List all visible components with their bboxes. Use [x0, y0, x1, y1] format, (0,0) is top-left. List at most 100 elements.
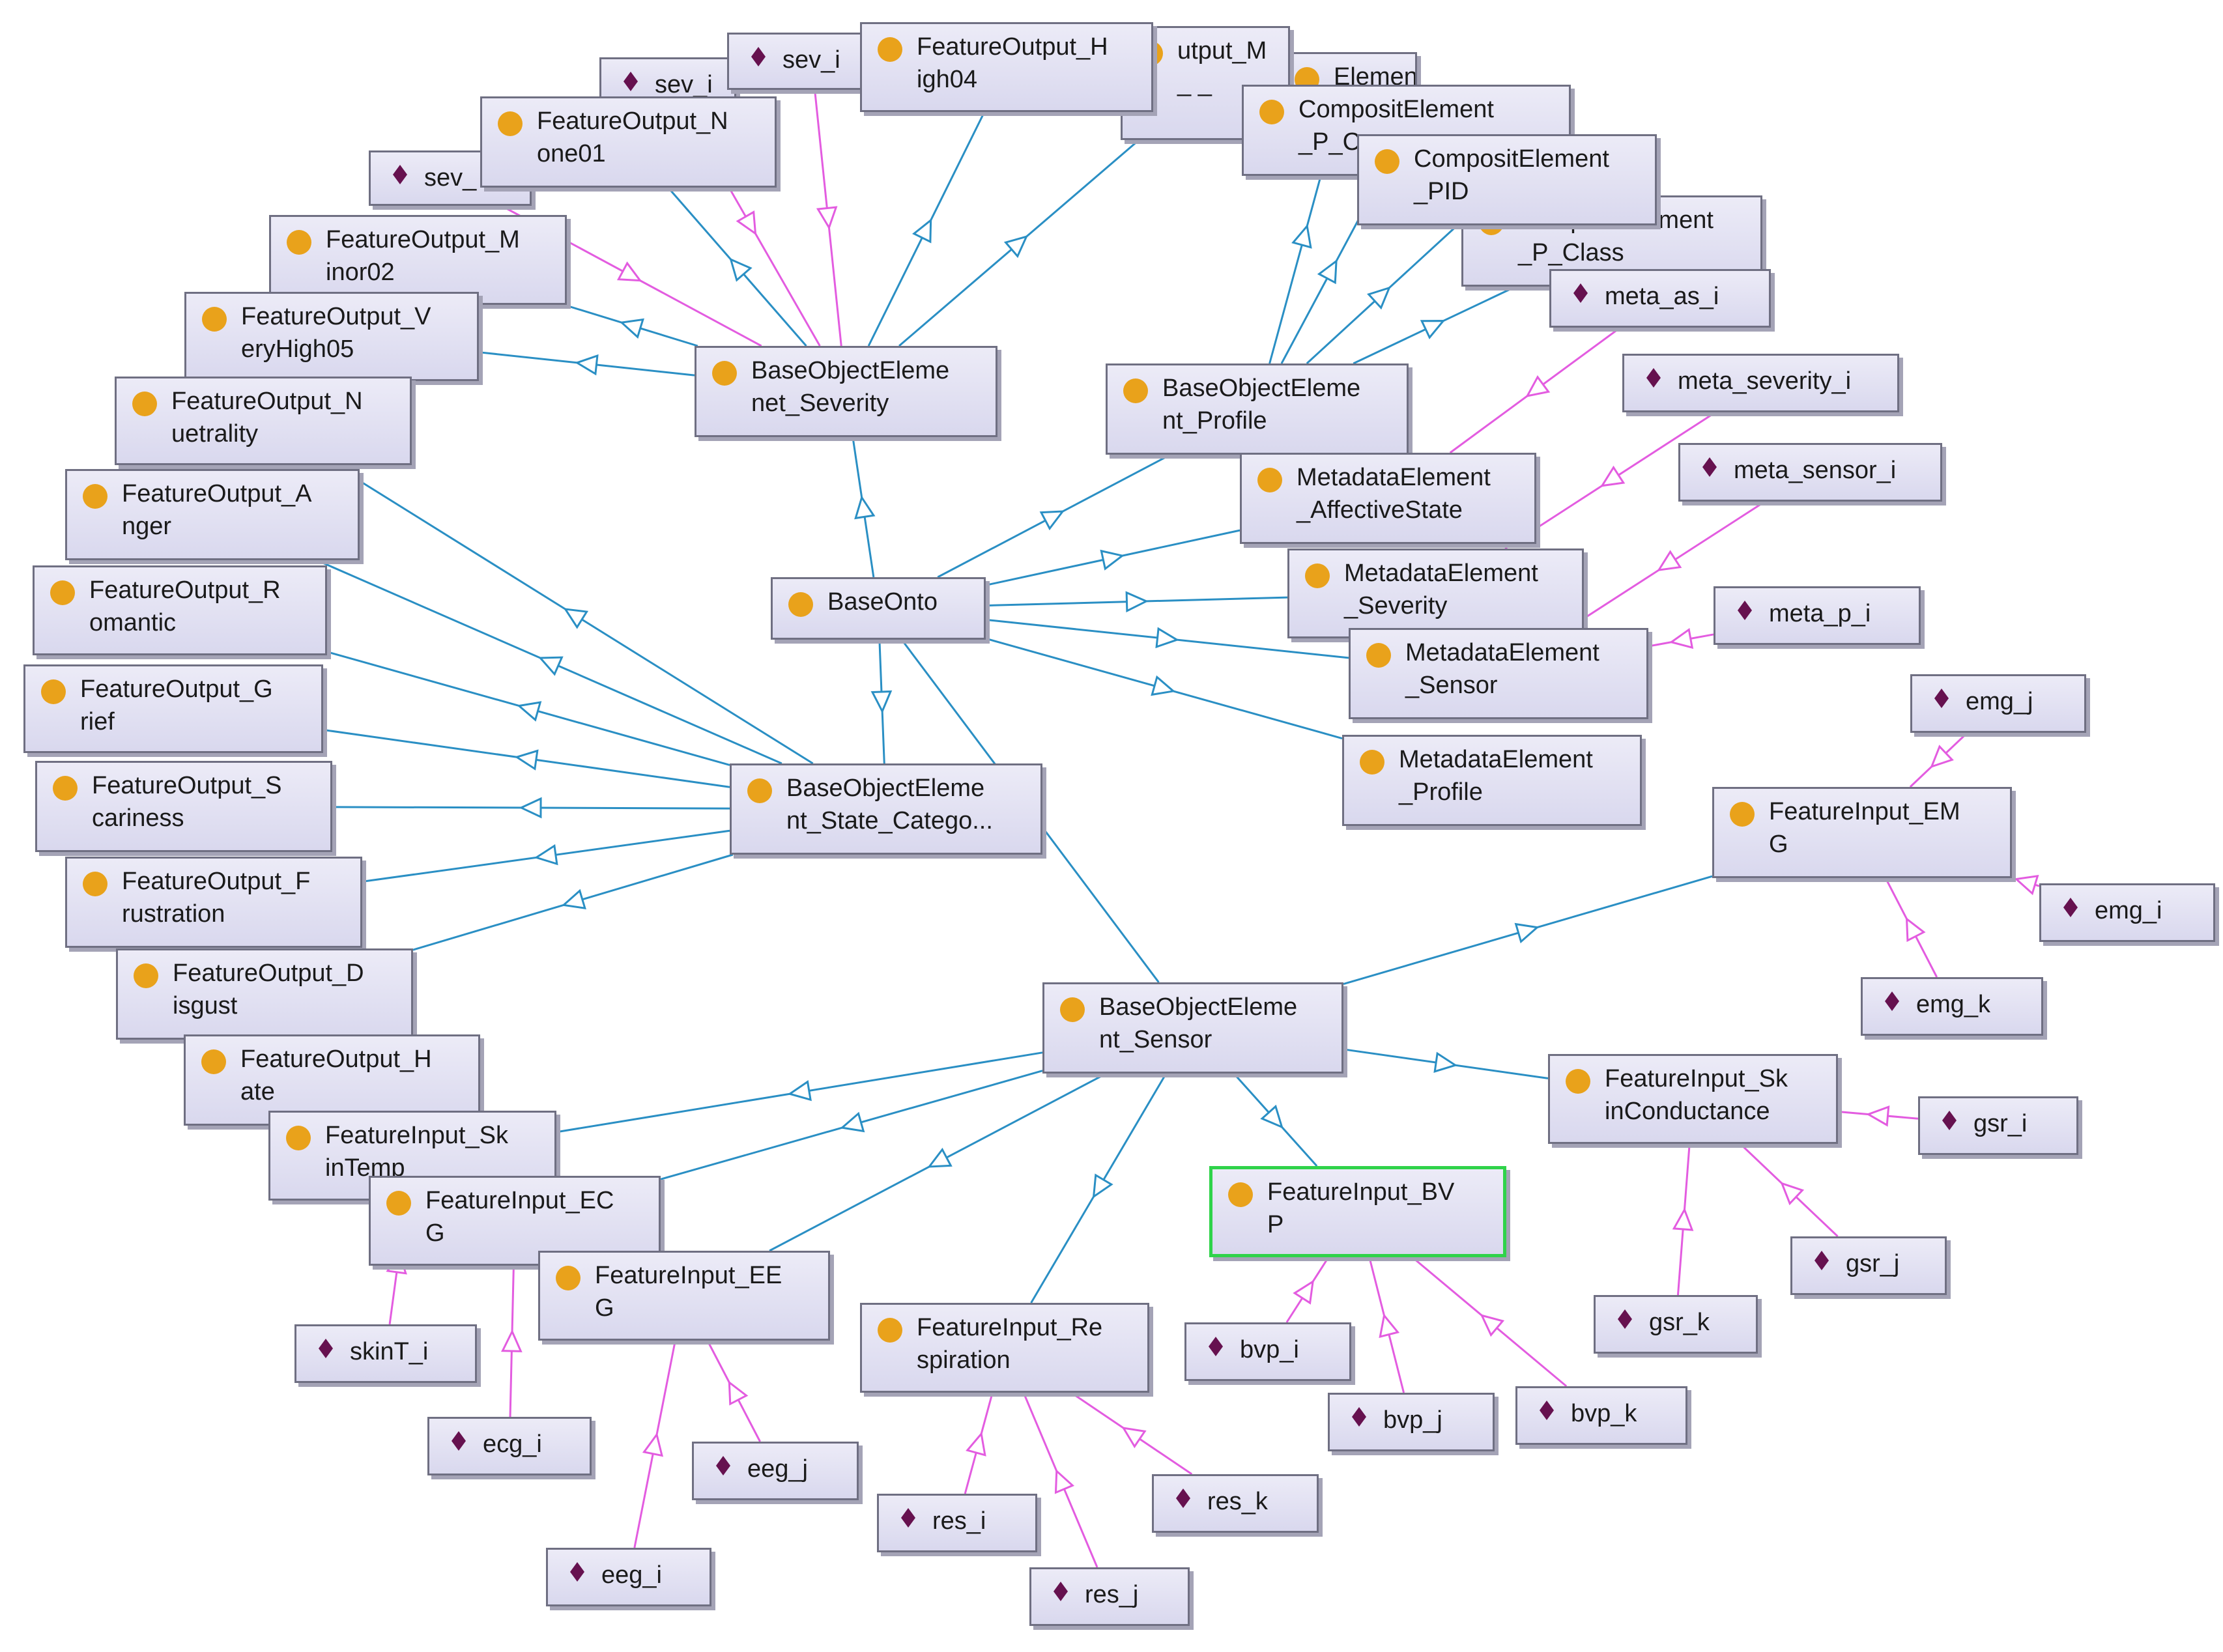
subclass-arrowhead-bo_severity-fo_veryhigh05: [575, 354, 599, 376]
class-node-fo_frustration[interactable]: FeatureOutput_F rustration: [65, 857, 362, 948]
individual-node-res_i[interactable]: res_i: [877, 1494, 1037, 1552]
class-circle-icon: [498, 111, 523, 136]
individual-diamond-icon: [2058, 894, 2083, 919]
individual-node-bvp_k[interactable]: bvp_k: [1515, 1386, 1687, 1445]
node-label: FeatureInput_Sk inTemp: [325, 1122, 508, 1182]
class-circle-icon: [1375, 149, 1399, 174]
individual-diamond-icon: [1732, 597, 1757, 621]
class-node-bo_state[interactable]: BaseObjectEleme nt_State_Catego...: [730, 763, 1042, 855]
individual-node-eeg_i[interactable]: eeg_i: [546, 1548, 711, 1606]
individual-diamond-icon: [1048, 1578, 1073, 1602]
node-label: FeatureOutput_S cariness: [92, 772, 282, 832]
class-node-fo_anger[interactable]: FeatureOutput_A nger: [65, 469, 360, 560]
node-label: bvp_k: [1571, 1400, 1637, 1427]
node-label: FeatureInput_Re spiration: [917, 1314, 1103, 1374]
individual-node-meta_sensor_i[interactable]: meta_sensor_i: [1678, 443, 1942, 502]
individual-node-emg_i[interactable]: emg_i: [2039, 883, 2215, 942]
node-label: FeatureOutput_M inor02: [326, 226, 520, 286]
individual-diamond-icon: [388, 161, 412, 186]
individual-node-eeg_j[interactable]: eeg_j: [692, 1442, 859, 1500]
subclass-edge-bo_sensor-fi_skintemp: [556, 1051, 1043, 1133]
subclass-arrowhead-bo_severity-fo_m_hidden: [1003, 235, 1029, 259]
node-label: BaseObjectEleme nt_State_Catego...: [786, 775, 993, 834]
node-label: sev_: [424, 164, 477, 192]
individual-diamond-icon: [313, 1335, 338, 1360]
instance-arrowhead-bvp_k-fi_bvp: [1480, 1314, 1505, 1337]
individual-node-emg_k[interactable]: emg_k: [1861, 977, 2043, 1036]
class-node-fi_skincond[interactable]: FeatureInput_Sk inConductance: [1548, 1054, 1838, 1144]
class-node-fo_disgust[interactable]: FeatureOutput_D isgust: [116, 948, 413, 1040]
class-node-bo_severity[interactable]: BaseObjectEleme net_Severity: [695, 346, 997, 437]
individual-node-bvp_i[interactable]: bvp_i: [1184, 1322, 1351, 1381]
class-node-bo_profile[interactable]: BaseObjectEleme nt_Profile: [1106, 363, 1409, 455]
node-label: meta_severity_i: [1678, 367, 1852, 395]
subclass-edge-bo_state-fo_grief: [323, 728, 730, 788]
instance-edge-eeg_j-fi_eeg: [706, 1340, 761, 1442]
class-node-fo_romantic[interactable]: FeatureOutput_R omantic: [33, 565, 327, 655]
class-circle-icon: [202, 307, 227, 332]
class-node-fi_eeg[interactable]: FeatureInput_EE G: [538, 1251, 830, 1341]
node-label: FeatureOutput_H igh04: [917, 33, 1108, 93]
class-node-fi_emg[interactable]: FeatureInput_EM G: [1712, 787, 2012, 878]
class-node-fi_bvp[interactable]: FeatureInput_BV P: [1209, 1166, 1506, 1257]
node-label: FeatureOutput_N uetrality: [171, 388, 363, 448]
subclass-arrowhead-base_onto-bo_profile: [1039, 510, 1065, 531]
class-node-bo_sensor[interactable]: BaseObjectEleme nt_Sensor: [1042, 982, 1343, 1074]
instance-arrowhead-sev_i_b-bo_severity: [736, 210, 757, 236]
class-node-fo_none01[interactable]: FeatureOutput_N one01: [480, 96, 777, 188]
class-node-fo_scariness[interactable]: FeatureOutput_S cariness: [35, 761, 332, 852]
class-node-base_onto[interactable]: BaseOnto: [771, 577, 986, 640]
individual-node-bvp_j[interactable]: bvp_j: [1328, 1393, 1495, 1451]
instance-edge-gsr_j-fi_skincond: [1740, 1143, 1839, 1238]
individual-node-gsr_i[interactable]: gsr_i: [1918, 1096, 2078, 1155]
node-label: FeatureOutput_H ate: [240, 1046, 432, 1105]
class-node-fo_neutrality[interactable]: FeatureOutput_N uetrality: [115, 377, 412, 465]
individual-diamond-icon: [1171, 1485, 1196, 1509]
subclass-arrowhead-base_onto-me_severity: [1125, 591, 1149, 613]
subclass-arrowhead-bo_sensor-fi_resp: [1092, 1173, 1113, 1199]
subclass-arrowhead-base_onto-me_profile: [1151, 675, 1176, 696]
class-circle-icon: [747, 778, 772, 803]
individual-node-res_k[interactable]: res_k: [1152, 1474, 1319, 1533]
node-label: meta_sensor_i: [1734, 457, 1897, 484]
individual-node-emg_j[interactable]: emg_j: [1910, 674, 2086, 733]
class-node-me_affective[interactable]: MetadataElement _AffectiveState: [1240, 453, 1536, 544]
subclass-edge-bo_severity-fo_none01: [667, 187, 807, 347]
subclass-arrowhead-bo_sensor-fi_skintemp: [787, 1080, 812, 1102]
subclass-edge-base_onto-me_profile: [985, 637, 1343, 739]
class-node-fo_grief[interactable]: FeatureOutput_G rief: [23, 664, 323, 753]
class-node-fi_resp[interactable]: FeatureInput_Re spiration: [860, 1303, 1149, 1393]
node-label: BaseObjectEleme nt_Profile: [1162, 375, 1361, 434]
node-label: FeatureOutput_F rustration: [122, 868, 311, 928]
individual-node-skinT_i[interactable]: skinT_i: [294, 1324, 477, 1383]
individual-diamond-icon: [1613, 1305, 1637, 1330]
class-node-me_profile[interactable]: MetadataElement _Profile: [1342, 735, 1642, 826]
individual-node-gsr_k[interactable]: gsr_k: [1594, 1295, 1758, 1354]
instance-edge-emg_j-fi_emg: [1909, 732, 1968, 788]
node-label: res_i: [932, 1507, 986, 1535]
individual-node-res_j[interactable]: res_j: [1029, 1567, 1190, 1626]
node-label: gsr_j: [1846, 1250, 1900, 1277]
class-node-me_sensor[interactable]: MetadataElement _Sensor: [1349, 628, 1648, 719]
individual-node-meta_p_i[interactable]: meta_p_i: [1714, 586, 1921, 645]
individual-node-gsr_j[interactable]: gsr_j: [1790, 1236, 1947, 1295]
class-node-fo_minor02[interactable]: FeatureOutput_M inor02: [269, 215, 567, 305]
instance-arrowhead-meta_p_i-me_sensor: [1669, 627, 1694, 649]
node-label: meta_as_i: [1605, 283, 1719, 310]
individual-node-meta_as_i[interactable]: meta_as_i: [1549, 269, 1771, 328]
class-node-fo_veryhigh05[interactable]: FeatureOutput_V eryHigh05: [184, 292, 479, 381]
subclass-arrowhead-bo_state-fo_disgust: [561, 889, 586, 910]
subclass-edge-bo_state-fo_disgust: [412, 853, 734, 951]
individual-node-meta_severity_i[interactable]: meta_severity_i: [1622, 354, 1899, 412]
class-node-me_severity[interactable]: MetadataElement _Severity: [1287, 548, 1584, 638]
node-label: FeatureOutput_V eryHigh05: [241, 303, 431, 363]
subclass-edge-bo_sensor-fi_eeg: [769, 1072, 1107, 1252]
individual-node-ecg_i[interactable]: ecg_i: [427, 1417, 592, 1475]
class-node-fo_high04[interactable]: FeatureOutput_H igh04: [860, 22, 1153, 112]
subclass-edge-bo_severity-fo_veryhigh05: [478, 351, 695, 377]
instance-edge-meta_as_i-me_affective: [1449, 326, 1621, 454]
instance-edge-emg_k-fi_emg: [1884, 877, 1938, 978]
class-node-ce_pid[interactable]: CompositElement _PID: [1357, 134, 1657, 225]
subclass-arrowhead-bo_state-fo_romantic: [517, 701, 542, 722]
